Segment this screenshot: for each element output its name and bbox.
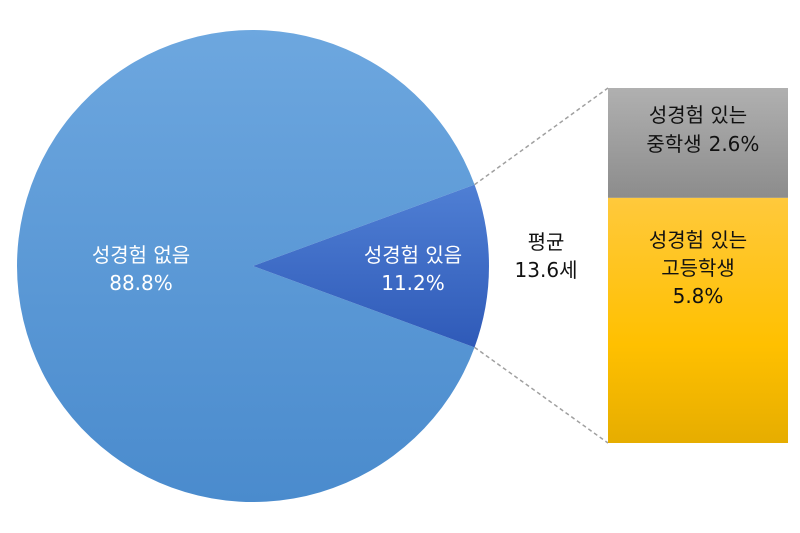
connector-lines — [474, 87, 609, 444]
connector-line-bottom — [474, 346, 609, 444]
slice-value-no-experience: 88.8% — [109, 271, 173, 295]
connector-line-top — [474, 87, 609, 186]
pie-slice-no-experience — [16, 30, 475, 502]
segment-label-middle-school-line2: 중학생 — [646, 132, 701, 156]
segment-label-middle-school-line1: 성경험 있는 — [649, 103, 747, 127]
segment-value-high-school: 5.8% — [673, 284, 724, 308]
average-label: 평균 — [528, 230, 565, 254]
segment-label-high-school-line1: 성경험 있는 — [649, 228, 747, 252]
average-value: 13.6세 — [515, 258, 578, 282]
pie — [16, 30, 490, 502]
bar-segment-middle-school — [608, 88, 788, 198]
segment-value-middle-school: 2.6% — [709, 132, 760, 156]
pie-slice-experience — [253, 184, 490, 348]
breakdown-bar — [608, 88, 788, 443]
slice-label-no-experience: 성경험 없음 — [92, 243, 190, 267]
bar-segment-high-school — [608, 197, 788, 443]
slice-label-experience: 성경험 있음 — [364, 243, 462, 267]
segment-label-high-school-line2: 고등학생 — [661, 256, 735, 280]
slice-value-experience: 11.2% — [381, 271, 445, 295]
